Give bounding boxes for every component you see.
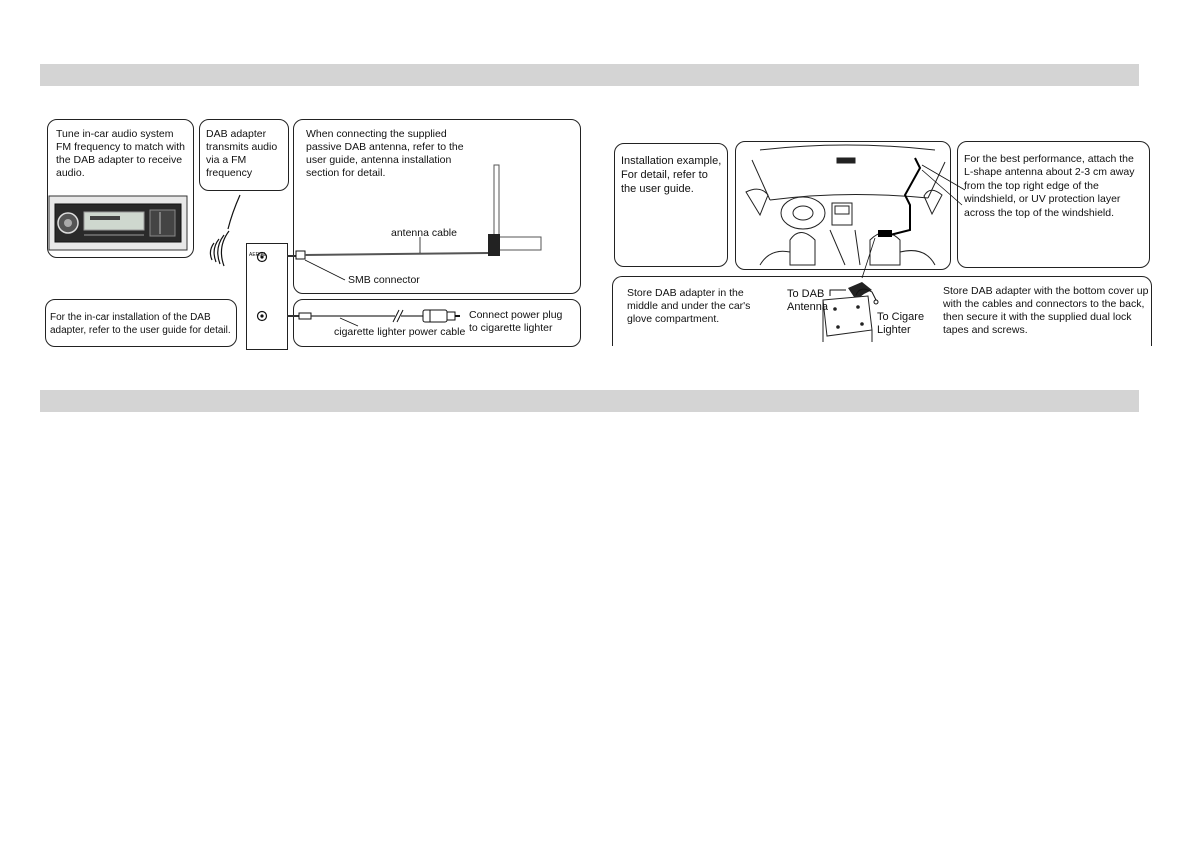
transmit-note-text: DAB adapter transmits audio via a FM fre… (206, 128, 278, 179)
adapter-position-icon (878, 230, 892, 237)
example-note-box: Installation example, For detail, refer … (614, 143, 728, 267)
smb-connector-label: SMB connector (348, 274, 420, 286)
power-note-box: Connect power plug to cigarette lighter (293, 299, 581, 347)
to-cigar-lighter-label: To Cigare Lighter (877, 311, 925, 336)
transmit-note-box: DAB adapter transmits audio via a FM fre… (199, 119, 289, 191)
store-arrow-icon (848, 282, 872, 300)
store-note-text: Store DAB adapter in the middle and unde… (627, 287, 751, 325)
section-header-bar-bottom (40, 390, 1139, 412)
antenna-route-line (889, 157, 922, 236)
aerial-label: AERIAL (249, 252, 267, 258)
section-header-bar-top (40, 64, 1139, 86)
dab-adapter-sketch (822, 295, 873, 342)
install-note-text: For the in-car installation of the DAB a… (50, 312, 231, 336)
car-interior-sketch (745, 144, 946, 266)
performance-note-box: For the best performance, attach the L-s… (957, 141, 1150, 268)
cigarette-plug-icon (422, 309, 460, 323)
antenna-cable-label: antenna cable (391, 227, 457, 239)
dab-adapter-body (246, 243, 288, 350)
antenna-note-text: When connecting the supplied passive DAB… (306, 128, 464, 179)
install-note-box: For the in-car installation of the DAB a… (45, 299, 237, 347)
l-antenna-base (488, 234, 500, 256)
tune-note-text: Tune in-car audio system FM frequency to… (56, 128, 185, 179)
adapter-cables (829, 288, 879, 305)
store-note-box: Store DAB adapter in the middle and unde… (612, 276, 1152, 346)
antenna-note-box: When connecting the supplied passive DAB… (293, 119, 581, 294)
performance-note-text: For the best performance, attach the L-s… (964, 153, 1135, 219)
example-note-text: Installation example, For detail, refer … (621, 155, 722, 195)
fm-wave-icon (209, 194, 241, 267)
to-dab-antenna-label: To DAB Antenna (787, 288, 828, 313)
power-cable-label: cigarette lighter power cable (334, 326, 466, 338)
antenna-cable-line (304, 252, 489, 256)
store-up-note-text: Store DAB adapter with the bottom cover … (943, 285, 1149, 336)
power-note-text: Connect power plug to cigarette lighter (469, 309, 563, 334)
car-radio-image (48, 195, 188, 251)
